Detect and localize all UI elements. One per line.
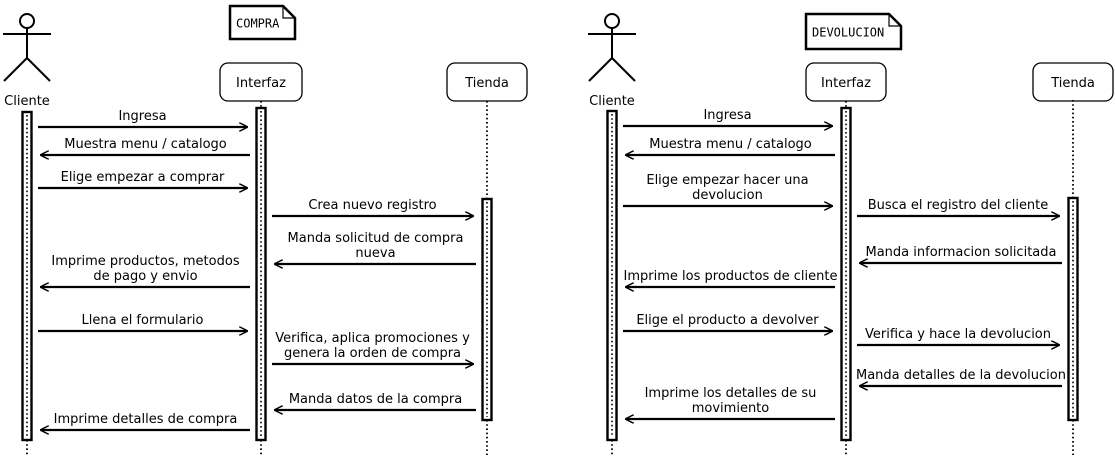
message-arrow: Manda informacion solicitada — [860, 245, 1062, 263]
diagram-note: COMPRA — [228, 4, 297, 41]
message-arrow: Crea nuevo registro — [272, 198, 473, 216]
message-label: movimiento — [692, 401, 770, 416]
message-arrow: Muestra menu / catalogo — [41, 137, 250, 155]
sequence-diagram-compra: COMPRA Cliente Interfaz TiendaIngresaMuestr… — [3, 4, 528, 455]
participant-label: Interfaz — [821, 76, 871, 91]
message-label: Llena el formulario — [82, 313, 204, 328]
message-label: Manda informacion solicitada — [866, 245, 1057, 260]
message-label: Verifica y hace la devolucion — [865, 327, 1051, 342]
message-arrow: Ingresa — [38, 109, 247, 127]
message-label: Imprime productos, metodos — [51, 254, 239, 269]
diagram-note-label: DEVOLUCION — [812, 26, 884, 40]
activation-bar — [606, 109, 618, 442]
message-label: Verifica, aplica promociones y — [275, 331, 470, 346]
message-label: Imprime detalles de compra — [54, 412, 238, 427]
actor-label: Cliente — [4, 94, 50, 109]
message-label: devolucion — [692, 188, 763, 203]
participant-tienda: Tienda — [1032, 62, 1114, 102]
message-label: nueva — [355, 246, 395, 261]
participant-interfaz: Interfaz — [219, 62, 303, 102]
activation-bar — [481, 197, 493, 422]
message-label: Imprime los productos de cliente — [624, 269, 838, 284]
message-arrow: Muestra menu / catalogo — [626, 137, 835, 155]
message-label: Elige empezar hacer una — [646, 173, 808, 188]
message-label: Ingresa — [118, 109, 166, 124]
participant-label: Tienda — [464, 76, 509, 91]
message-arrow: Elige empezar a comprar — [38, 170, 247, 188]
actor-cliente-icon — [3, 13, 51, 82]
message-arrow: Busca el registro del cliente — [857, 198, 1059, 216]
diagram-note: DEVOLUCION — [804, 12, 903, 51]
activation-bar — [1067, 196, 1079, 422]
message-label: Manda detalles de la devolucion — [856, 368, 1066, 383]
message-label: Busca el registro del cliente — [868, 198, 1049, 213]
participant-tienda: Tienda — [446, 62, 528, 102]
activation-bar — [21, 110, 33, 442]
message-label: Crea nuevo registro — [308, 198, 436, 213]
message-arrow: Ingresa — [623, 108, 832, 126]
message-label: Manda solicitud de compra — [288, 231, 464, 246]
message-arrow: Llena el formulario — [38, 313, 247, 331]
participant-interfaz: Interfaz — [805, 62, 887, 102]
message-label: Imprime los detalles de su — [645, 386, 817, 401]
message-label: Ingresa — [703, 108, 751, 123]
message-label: genera la orden de compra — [284, 346, 461, 361]
message-arrow: Imprime los productos de cliente — [624, 269, 838, 287]
message-label: Manda datos de la compra — [289, 392, 462, 407]
message-arrow: Elige el producto a devolver — [623, 313, 832, 331]
participant-label: Interfaz — [236, 76, 286, 91]
activation-bar — [255, 106, 267, 442]
activation-bar — [840, 106, 852, 442]
message-label: Elige empezar a comprar — [61, 170, 225, 185]
diagram-note-label: COMPRA — [236, 17, 280, 31]
message-label: Elige el producto a devolver — [636, 313, 819, 328]
message-arrow: Manda datos de la compra — [275, 392, 476, 410]
message-label: Muestra menu / catalogo — [64, 137, 227, 152]
actor-label: Cliente — [589, 94, 635, 109]
message-label: de pago y envio — [93, 269, 197, 284]
sequence-diagram-devolucion: DEVOLUCION Cliente Interfaz TiendaIngresaMu… — [588, 12, 1114, 455]
actor-cliente-icon — [588, 13, 636, 82]
message-arrow: Manda detalles de la devolucion — [856, 368, 1066, 386]
message-arrow: Imprime detalles de compra — [41, 412, 250, 430]
participant-label: Tienda — [1050, 76, 1095, 91]
message-arrow: Verifica y hace la devolucion — [857, 327, 1059, 345]
message-label: Muestra menu / catalogo — [649, 137, 812, 152]
